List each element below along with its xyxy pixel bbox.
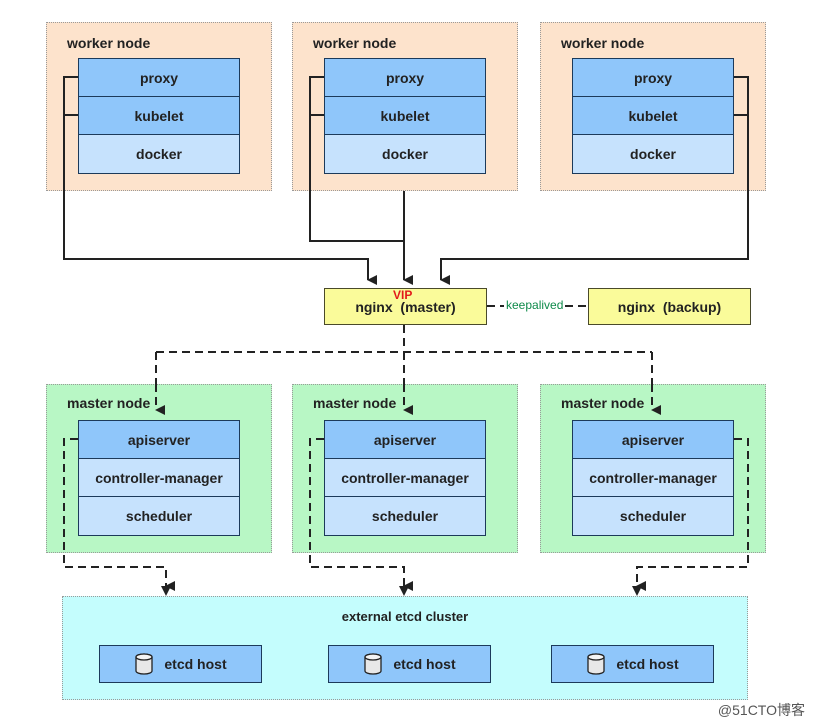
- scheduler-component: scheduler: [325, 497, 485, 535]
- database-icon: [134, 653, 154, 675]
- etcd-host-label: etcd host: [616, 656, 679, 672]
- docker-component: docker: [573, 135, 733, 173]
- worker-node-3-stack: proxy kubelet docker: [572, 58, 734, 174]
- etcd-host-label: etcd host: [164, 656, 227, 672]
- proxy-component: proxy: [573, 59, 733, 97]
- etcd-host-1: etcd host: [99, 645, 262, 683]
- worker-node-title: worker node: [561, 35, 645, 51]
- master-node-2-stack: apiserver controller-manager scheduler: [324, 420, 486, 536]
- scheduler-component: scheduler: [573, 497, 733, 535]
- controller-manager-component: controller-manager: [573, 459, 733, 497]
- master-node-title: master node: [313, 395, 397, 411]
- etcd-arrowhead-1: [161, 586, 171, 596]
- nginx-to-masters-line: [156, 325, 652, 353]
- nginx-master-label: nginx (master): [355, 298, 456, 315]
- kubelet-component: kubelet: [573, 97, 733, 135]
- worker-node-title: worker node: [313, 35, 397, 51]
- proxy-component: proxy: [79, 59, 239, 97]
- master-node-title: master node: [67, 395, 151, 411]
- etcd-arrowhead-2: [399, 586, 409, 596]
- master-node-title: master node: [561, 395, 645, 411]
- worker-node-2-stack: proxy kubelet docker: [324, 58, 486, 174]
- watermark: @51CTO博客: [717, 702, 805, 718]
- controller-manager-component: controller-manager: [79, 459, 239, 497]
- etcd-arrowhead-3: [632, 586, 642, 596]
- kubelet-component: kubelet: [325, 97, 485, 135]
- database-icon: [363, 653, 383, 675]
- vip-label: VIP: [393, 288, 413, 302]
- nginx-master-box: nginx (master): [324, 288, 487, 325]
- scheduler-component: scheduler: [79, 497, 239, 535]
- etcd-cluster-title: external etcd cluster: [341, 609, 469, 624]
- kubelet-component: kubelet: [79, 97, 239, 135]
- etcd-host-3: etcd host: [551, 645, 714, 683]
- controller-manager-component: controller-manager: [325, 459, 485, 497]
- master-node-3-stack: apiserver controller-manager scheduler: [572, 420, 734, 536]
- worker-node-title: worker node: [67, 35, 151, 51]
- database-icon: [586, 653, 606, 675]
- etcd-host-label: etcd host: [393, 656, 456, 672]
- keepalived-label: keepalived: [504, 298, 566, 312]
- proxy-component: proxy: [325, 59, 485, 97]
- nginx-backup-label: nginx (backup): [617, 298, 722, 315]
- apiserver-component: apiserver: [325, 421, 485, 459]
- docker-component: docker: [79, 135, 239, 173]
- master-node-1-stack: apiserver controller-manager scheduler: [78, 420, 240, 536]
- apiserver-component: apiserver: [573, 421, 733, 459]
- docker-component: docker: [325, 135, 485, 173]
- apiserver-component: apiserver: [79, 421, 239, 459]
- worker-node-1-stack: proxy kubelet docker: [78, 58, 240, 174]
- etcd-host-2: etcd host: [328, 645, 491, 683]
- nginx-backup-box: nginx (backup): [588, 288, 751, 325]
